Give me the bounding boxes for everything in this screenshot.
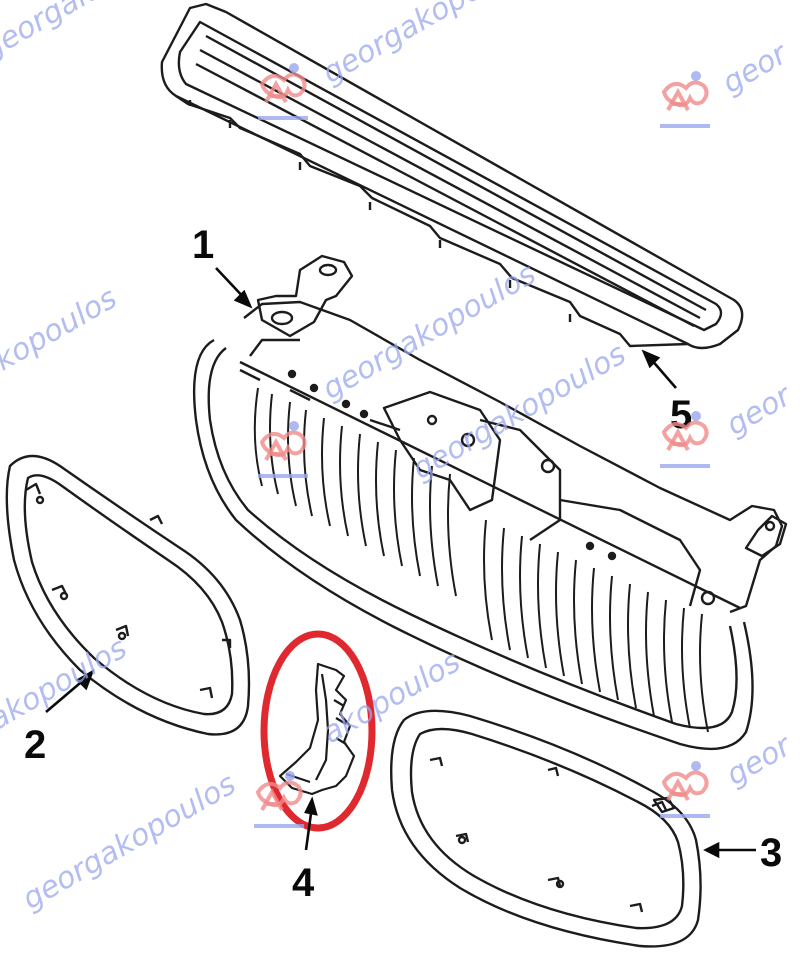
watermark-logo-icon [658,759,712,818]
watermark-logo-icon [256,419,310,478]
part-2-left-surround [5,454,251,736]
part-1-main-grille [192,254,788,751]
callout-3: 3 [760,831,782,875]
watermark-text: geor [721,728,799,793]
watermark-text: geor [717,36,795,101]
leader-arrows [45,267,756,859]
callout-5: 5 [670,393,692,437]
highlight-circle [260,630,376,832]
watermark-text: akopoulos [317,644,467,751]
watermark-text: georgakopoulos [407,337,632,487]
callout-4: 4 [292,861,315,905]
watermark-text: geor [721,378,799,443]
callout-2: 2 [24,723,46,767]
watermark-logo-icon [658,69,712,128]
watermark: georgakopoulos georgakopoulos georgakopo… [0,0,798,917]
part-5-upper-trim [160,2,744,350]
part-4-bracket [278,662,356,796]
watermark-text: georgakopoulos [17,767,242,917]
watermark-text: georgakopoulos [0,0,202,67]
callout-1: 1 [192,223,214,267]
watermark-text: gakopoulos [0,281,123,397]
watermark-text: gakopoulos [0,631,133,747]
part-3-right-surround [390,709,702,948]
watermark-text: georgakopoulos [317,0,542,91]
